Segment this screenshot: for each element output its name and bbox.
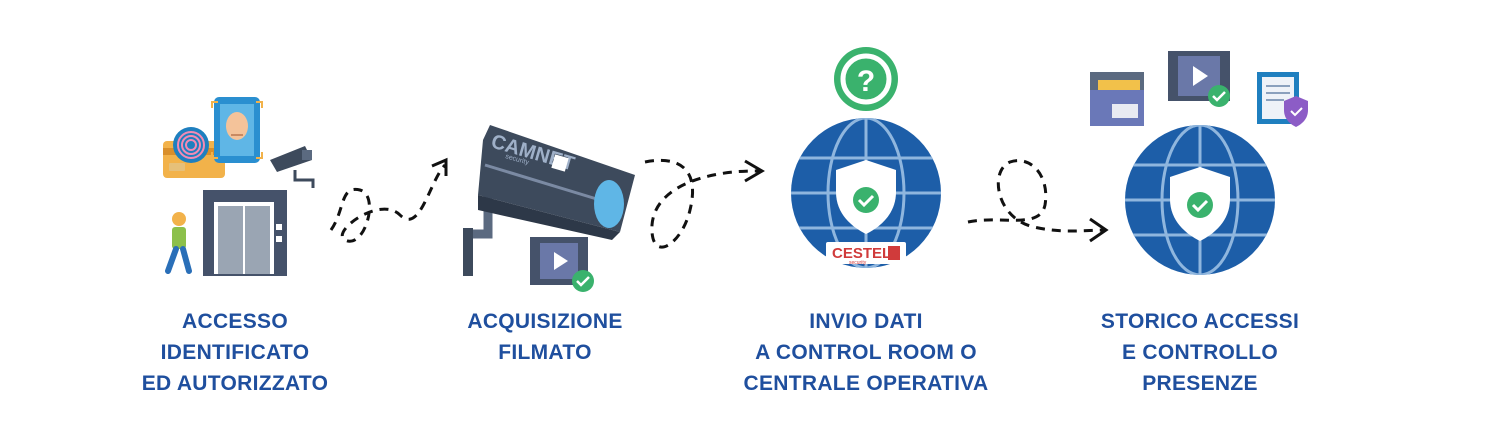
step-3-label: INVIO DATI A CONTROL ROOM O CENTRALE OPE… <box>741 306 991 399</box>
globe-icon-2 <box>1125 125 1275 275</box>
face-scan-icon <box>211 97 263 163</box>
svg-text:?: ? <box>857 65 875 98</box>
step-3-line-2: A CONTROL ROOM O <box>755 341 977 364</box>
arrow-head-3 <box>1089 217 1109 243</box>
video-archive-icon <box>1168 51 1230 107</box>
folder-icon <box>1090 72 1144 126</box>
arrow-head-1 <box>431 157 448 176</box>
dashed-arrow-2 <box>644 158 761 249</box>
fingerprint-icon <box>173 127 209 163</box>
cctv-small-icon <box>270 146 315 188</box>
step-4-line-1: STORICO ACCESSI <box>1100 310 1300 333</box>
step-1-line-3: ED AUTORIZZATO <box>141 372 329 395</box>
arrow-head-2 <box>744 159 765 183</box>
access-illustration <box>163 97 315 276</box>
step-4-line-3: PRESENZE <box>1142 372 1258 395</box>
document-shield-icon <box>1257 72 1308 127</box>
cestel-badge-sub: security <box>849 260 867 266</box>
cestel-badge: CESTEL <box>832 245 891 262</box>
question-icon: ? <box>834 47 898 111</box>
step-1-line-2: IDENTIFICATO <box>160 341 310 364</box>
step-3-line-3: CENTRALE OPERATIVA <box>743 372 989 395</box>
step-2-line-2: FILMATO <box>498 341 592 364</box>
dashed-arrow-1 <box>329 163 447 243</box>
step-4-label: STORICO ACCESSI E CONTROLLO PRESENZE <box>1085 306 1315 399</box>
elevator-icon <box>203 190 287 276</box>
step-2-label: ACQUISIZIONE FILMATO <box>445 306 645 368</box>
step-1-line-1: ACCESSO <box>182 310 288 333</box>
step-4-line-2: E CONTROLLO <box>1121 341 1279 364</box>
step-2-line-1: ACQUISIZIONE <box>467 310 623 333</box>
step-3-line-1: INVIO DATI <box>809 310 923 333</box>
video-clip-icon <box>530 237 594 292</box>
dashed-arrow-3 <box>967 159 1106 233</box>
globe-icon-1: CESTEL security <box>791 118 941 268</box>
step-1-label: ACCESSO IDENTIFICATO ED AUTORIZZATO <box>135 306 335 399</box>
person-icon <box>165 212 192 274</box>
